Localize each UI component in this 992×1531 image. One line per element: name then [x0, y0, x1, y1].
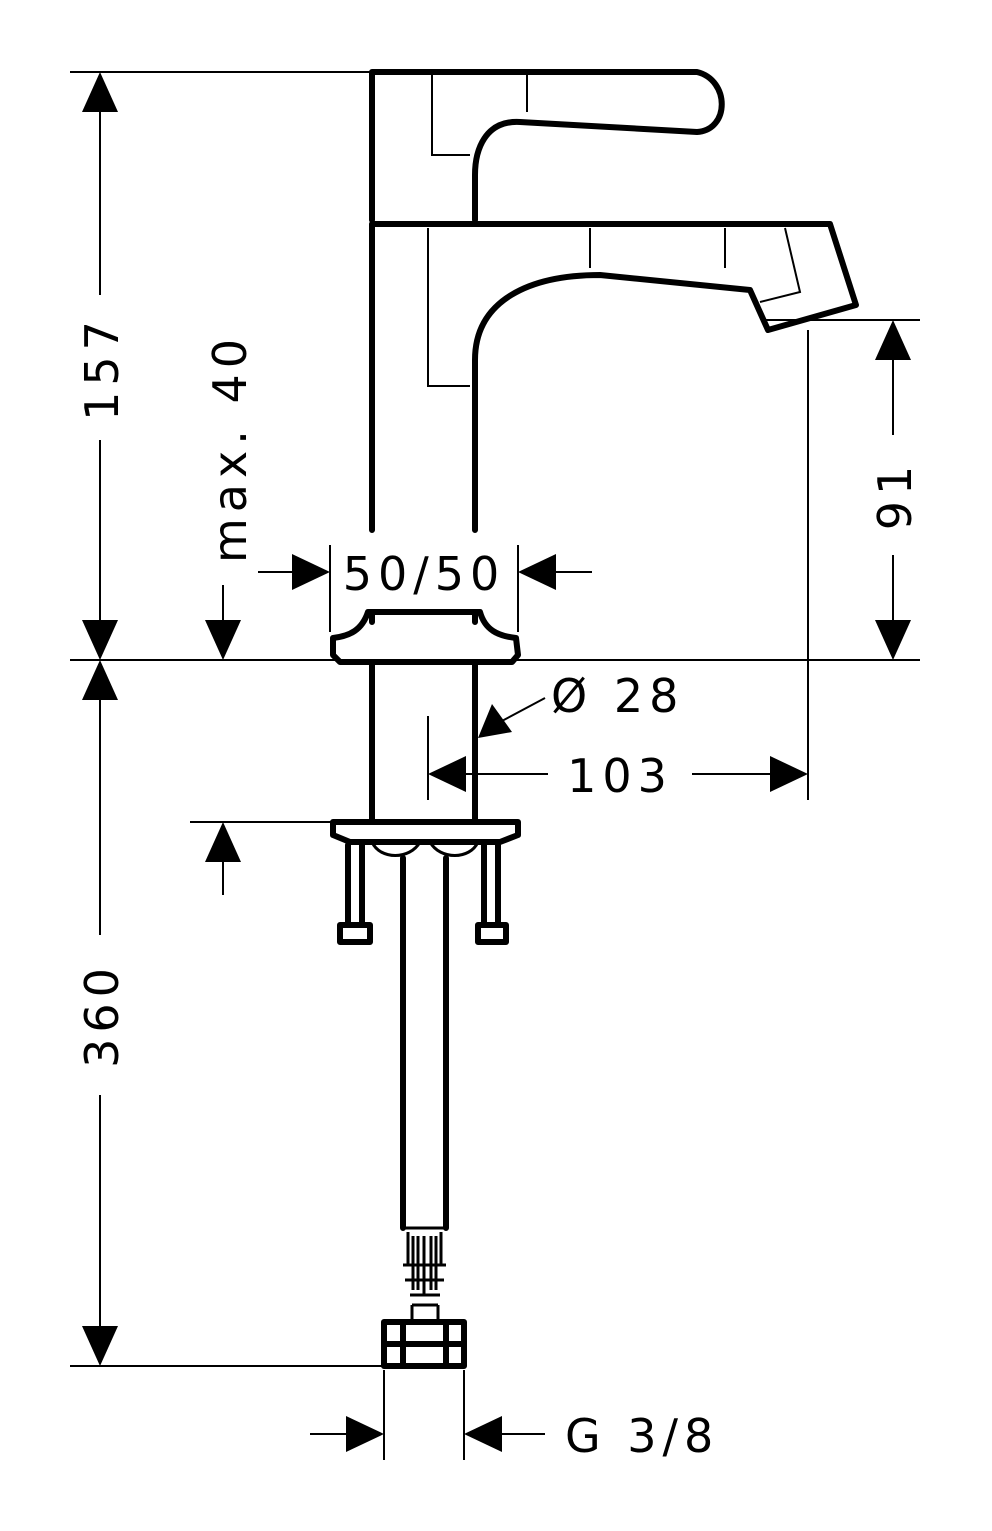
dimension-103: 103 [428, 749, 808, 803]
arrow-up [82, 660, 118, 700]
dimension-50-50-label: 50/50 [343, 547, 506, 601]
arrow-down [82, 620, 118, 660]
arrow-right [770, 756, 808, 792]
supply-hose [400, 855, 449, 1231]
arrow-down [82, 1326, 118, 1366]
arrow-left [518, 554, 556, 590]
hose-crimp [403, 1226, 446, 1322]
arrow-up [205, 822, 241, 862]
arrow-right [292, 554, 330, 590]
dimension-max-40-label: max. 40 [203, 333, 257, 563]
dimension-360-label: 360 [75, 962, 129, 1068]
arrow-down [205, 620, 241, 660]
deck-flange [330, 609, 521, 665]
dimension-91-label: 91 [868, 460, 922, 531]
dimension-g-3-8-label: G 3/8 [565, 1409, 719, 1463]
arrow-right [346, 1416, 384, 1452]
faucet-outline [330, 69, 859, 1369]
right-stud [475, 842, 509, 945]
handle-inner-lines [431, 72, 528, 156]
arrow-up [82, 72, 118, 112]
spout-body [369, 221, 859, 533]
connection-nut [381, 1319, 467, 1369]
nut-inner-line [370, 841, 480, 857]
spout-inner-lines [427, 227, 802, 387]
dimension-max-40: max. 40 [203, 333, 257, 895]
dimension-diameter-28: Ø 28 [478, 669, 684, 738]
arrow-left [464, 1416, 502, 1452]
arrow-up [875, 320, 911, 360]
left-stud [337, 842, 373, 945]
dimension-103-label: 103 [567, 749, 673, 803]
dimension-diameter-28-label: Ø 28 [551, 669, 684, 723]
shank [369, 661, 478, 825]
dimension-157-label: 157 [75, 315, 129, 421]
arrow-left [428, 756, 466, 792]
dimension-360: 360 [75, 660, 129, 1366]
dimension-157: 157 [75, 72, 129, 660]
arrow-down [875, 620, 911, 660]
arrow-leader [478, 704, 512, 738]
dimension-50-50: 50/50 [258, 547, 592, 601]
lever-handle [369, 69, 725, 223]
mounting-nut [330, 819, 521, 845]
extension-lines [70, 71, 920, 1460]
dimension-g-3-8: G 3/8 [310, 1409, 719, 1463]
dimension-91: 91 [868, 320, 922, 660]
